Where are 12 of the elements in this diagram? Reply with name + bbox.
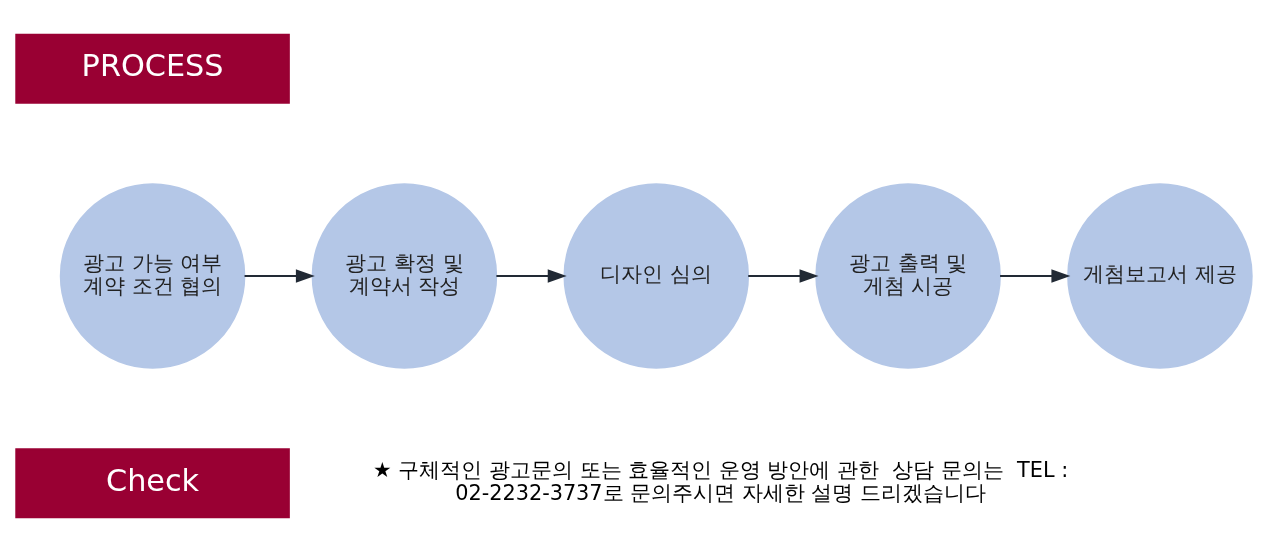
node-circle: 광고 확정 및 계약서 작성 (311, 182, 498, 369)
node-circle: 광고 출력 및 게첨 시공 (815, 182, 1001, 369)
arrow (747, 268, 819, 283)
node-circle: 광고 가능 여부 계약 조건 협의 (59, 182, 246, 369)
node-box: Check (15, 447, 290, 518)
node-box: PROCESS (15, 33, 290, 104)
node-circle: 디자인 심의 (563, 182, 750, 369)
arrow (243, 268, 315, 283)
arrow (495, 268, 567, 283)
arrow (999, 268, 1071, 283)
node-circle: 게첨보고서 제공 (1067, 182, 1253, 369)
label: ★ 구체적인 광고문의 또는 효율적인 운영 방안에 관한 상담 문의는 TEL : 02-2232-3737로 문의주시면 자세한 설명 드리겠습니다 (373, 457, 1069, 505)
